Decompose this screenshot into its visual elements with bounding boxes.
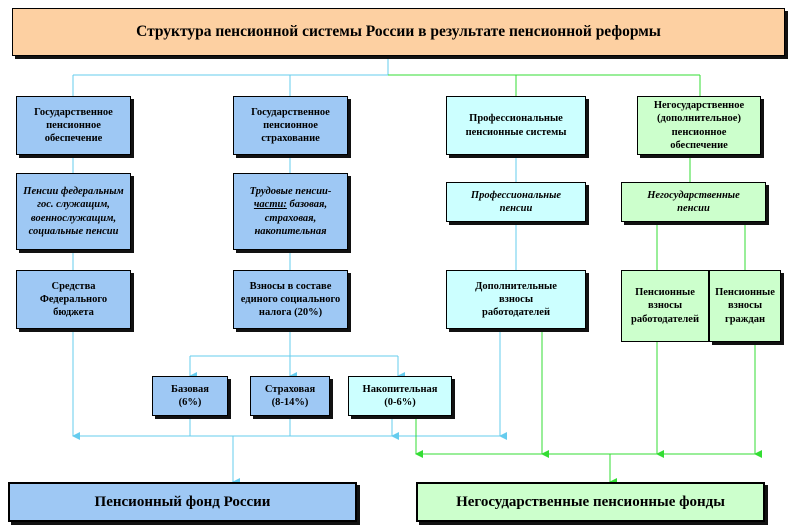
professional-systems-box: Профессиональные пенсионные системы <box>446 96 586 155</box>
professional-pensions-box: Профессиональные пенсии <box>446 182 586 222</box>
non-state-pension-funds-box: Негосударственные пенсионные фонды <box>416 482 765 522</box>
non-state-provision-box: Негосударственное (дополнительное) пенси… <box>637 96 761 155</box>
insurance-part-box: Страховая (8-14%) <box>250 376 330 416</box>
employer-contrib-box: Пенсионные взносы работодателей <box>621 270 709 342</box>
basic-part-box: Базовая (6%) <box>152 376 228 416</box>
state-pensions-box: Пенсии федеральным гос. служащим, военно… <box>16 173 131 250</box>
pension-fund-russia-box: Пенсионный фонд России <box>8 482 357 522</box>
citizen-contrib-box: Пенсионные взносы граждан <box>709 270 781 342</box>
state-provision-box: Государственное пенсионное обеспечение <box>16 96 131 155</box>
employer-extra-box: Дополнительные взносы работодателей <box>446 270 586 329</box>
labor-pensions-box: Трудовые пенсии-части: базовая, страхова… <box>233 173 348 250</box>
funded-part-box: Накопительная (0-6%) <box>348 376 452 416</box>
state-insurance-box: Государственное пенсионное страхование <box>233 96 348 155</box>
labor-pensions-text: Трудовые пенсии-части: базовая, страхова… <box>249 186 332 237</box>
non-state-pensions-box: Негосударственные пенсии <box>621 182 766 222</box>
diagram-title: Структура пенсионной системы России в ре… <box>12 8 785 56</box>
unified-tax-box: Взносы в составе единого социального нал… <box>233 270 348 329</box>
federal-budget-box: Средства Федерального бюджета <box>16 270 131 329</box>
